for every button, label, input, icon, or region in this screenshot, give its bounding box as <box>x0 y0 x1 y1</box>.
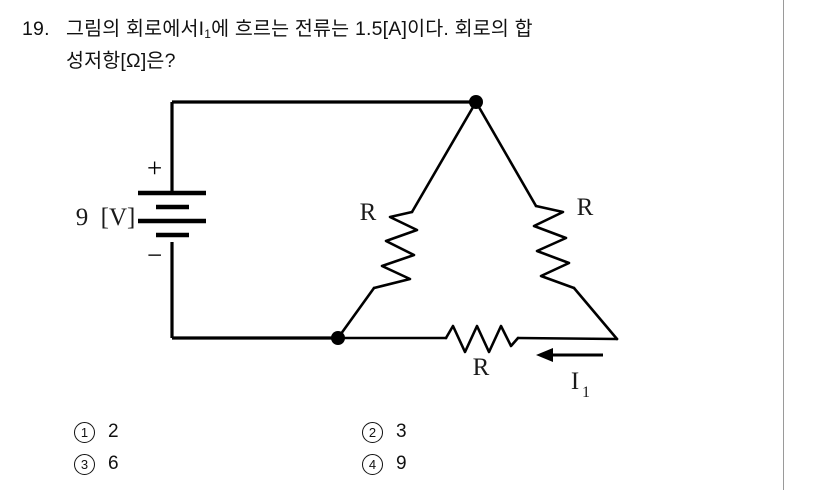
choice-marker-1: 1 <box>74 421 95 443</box>
node-apex <box>469 95 483 109</box>
choice-option-4[interactable]: 4 9 <box>362 453 650 475</box>
voltage-source-label: 9 <box>76 204 89 231</box>
branch-right-wire-upper <box>474 100 538 208</box>
circuit-figure: + − 9 [V] <box>0 78 700 398</box>
current-arrow <box>536 348 603 362</box>
branch-bottom-wire-right <box>516 336 619 341</box>
choice-row-1: 1 2 2 3 <box>74 416 734 448</box>
choice-option-2[interactable]: 2 3 <box>362 421 650 443</box>
current-symbol-inline: I <box>198 18 205 40</box>
resistor-bottom-label: R <box>473 354 490 381</box>
question-text-line2: 성저항[Ω]은? <box>66 50 176 72</box>
question-line-2: 성저항[Ω]은? <box>22 46 762 76</box>
choice-option-1[interactable]: 1 2 <box>74 421 362 443</box>
current-subscript-inline: 1 <box>204 27 212 41</box>
choice-option-3[interactable]: 3 6 <box>74 453 362 475</box>
choice-marker-4: 4 <box>362 453 383 475</box>
resistor-left-label: R <box>360 199 377 226</box>
page-margin-rule <box>783 0 784 490</box>
voltage-source-units: [V] <box>101 204 136 231</box>
battery-minus-label: − <box>147 240 162 270</box>
choice-marker-2: 2 <box>362 421 383 443</box>
battery-symbol <box>138 190 206 238</box>
battery-plus-label: + <box>147 153 162 183</box>
node-bottom-left <box>331 331 345 345</box>
current-label: I <box>571 368 579 395</box>
choice-value-4: 9 <box>396 453 407 474</box>
choice-marker-3: 3 <box>74 453 95 475</box>
choice-value-1: 2 <box>108 421 119 442</box>
question-text-part-a: 그림의 회로에서 <box>66 18 199 40</box>
branch-right-wire-lower <box>572 286 619 341</box>
question-text-part-b: 에 흐르는 전류는 1.5[A]이다. 회로의 합 <box>211 18 533 40</box>
resistor-right-zigzag <box>532 204 576 290</box>
resistor-bottom-zigzag <box>444 324 520 354</box>
question-number: 19. <box>22 18 50 40</box>
branch-left-wire-lower <box>336 286 376 340</box>
choice-row-2: 3 6 4 9 <box>74 448 734 480</box>
choice-value-3: 6 <box>108 453 119 474</box>
current-arrow-head <box>536 348 553 362</box>
answer-choices: 1 2 2 3 3 6 4 9 <box>74 416 734 480</box>
resistor-left-zigzag <box>372 210 419 290</box>
resistor-right-label: R <box>577 194 594 221</box>
current-label-subscript: 1 <box>582 384 590 398</box>
branch-left-wire-upper <box>410 100 478 214</box>
choice-value-2: 3 <box>396 421 407 442</box>
